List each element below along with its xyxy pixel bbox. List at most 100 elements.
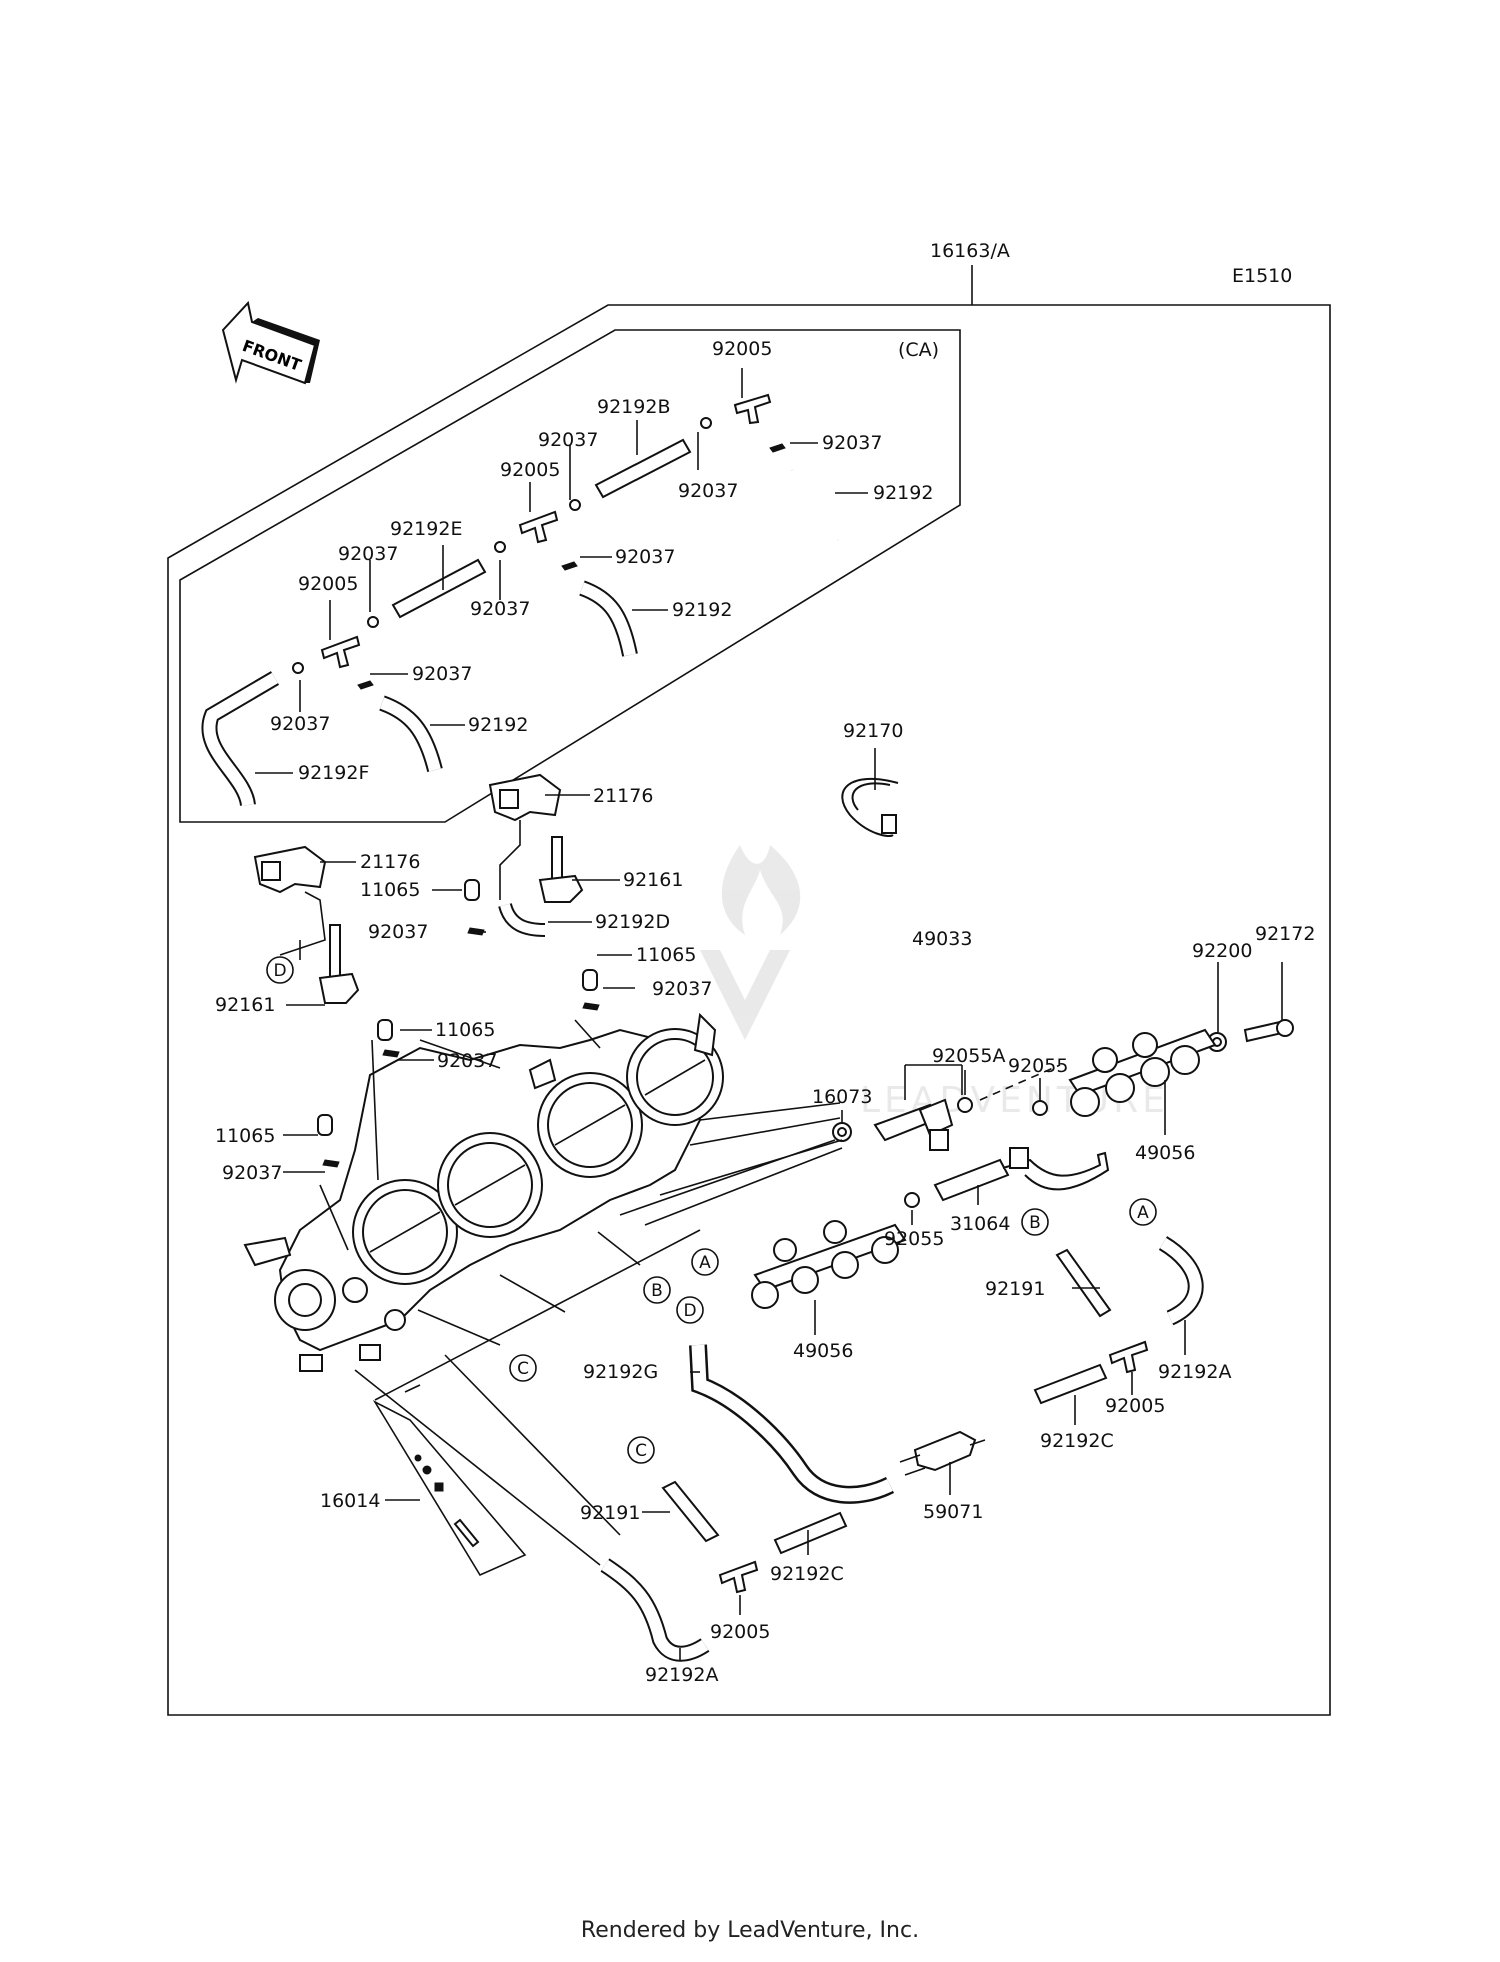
callout-c-1: C xyxy=(517,1359,529,1379)
tube-92192c-lower xyxy=(773,1511,848,1555)
diagram-code-label: E1510 xyxy=(1232,265,1292,287)
joint-59071 xyxy=(899,1430,986,1476)
label-92037-k: 92037 xyxy=(437,1050,497,1072)
callout-c-2: C xyxy=(635,1441,647,1461)
hose-92191-b xyxy=(1055,1248,1112,1318)
t-joint-92005-low xyxy=(320,635,361,669)
callout-a-1: A xyxy=(699,1253,711,1273)
label-92192g: 92192G xyxy=(583,1361,658,1383)
label-92192f: 92192F xyxy=(298,762,369,784)
label-11065-a: 11065 xyxy=(360,879,420,901)
tube-92192c-right xyxy=(1033,1363,1108,1405)
rendered-by-footer: Rendered by LeadVenture, Inc. xyxy=(580,1918,920,1943)
hose-92192d xyxy=(498,902,546,937)
label-92037-c: 92037 xyxy=(678,480,738,502)
hose-92192-b xyxy=(579,580,638,657)
callout-d-2: D xyxy=(683,1301,696,1321)
label-49056-b: 49056 xyxy=(793,1340,853,1362)
label-92055-a: 92055 xyxy=(1008,1055,1068,1077)
bolt-92172 xyxy=(1243,1019,1294,1043)
hose-92192a-right xyxy=(1158,1236,1204,1326)
hose-92191-c xyxy=(661,1480,720,1543)
label-92191-a: 92191 xyxy=(985,1278,1045,1300)
label-92037-g: 92037 xyxy=(412,663,472,685)
label-92037-f: 92037 xyxy=(470,598,530,620)
label-92037-l: 92037 xyxy=(222,1162,282,1184)
label-92192a-b: 92192A xyxy=(645,1664,718,1686)
label-92161-a: 92161 xyxy=(623,869,683,891)
front-arrow-icon: FRONT xyxy=(221,300,320,385)
label-92200: 92200 xyxy=(1192,940,1252,962)
callout-b-1: B xyxy=(651,1281,663,1301)
callout-d-1: D xyxy=(273,961,286,981)
label-92172: 92172 xyxy=(1255,923,1315,945)
label-92191-b: 92191 xyxy=(580,1502,640,1524)
label-92005-c: 92005 xyxy=(298,573,358,595)
label-92192c-b: 92192C xyxy=(770,1563,844,1585)
callout-b-2: B xyxy=(1029,1213,1041,1233)
label-16073: 16073 xyxy=(812,1086,872,1108)
tube-92192b xyxy=(594,438,692,499)
sensor-21176-left xyxy=(253,845,327,894)
label-92055-b: 92055 xyxy=(884,1228,944,1250)
label-49033: 49033 xyxy=(912,928,972,950)
t-joint-92005-top xyxy=(733,393,772,425)
label-11065-c: 11065 xyxy=(435,1019,495,1041)
fuel-rail-49056-lower xyxy=(751,1220,907,1309)
clip-icon-group xyxy=(292,417,786,690)
label-59071: 59071 xyxy=(923,1501,983,1523)
throttle-body-assembly xyxy=(243,1012,724,1372)
label-92192a-a: 92192A xyxy=(1158,1361,1231,1383)
label-92005-top: 92005 xyxy=(712,338,772,360)
t-joint-92005-mid xyxy=(518,510,559,544)
screw-kit-16014 xyxy=(372,1384,527,1577)
t-joint-92005-right xyxy=(1108,1340,1149,1374)
label-16014: 16014 xyxy=(320,1490,380,1512)
label-49056-a: 49056 xyxy=(1135,1142,1195,1164)
hose-92192a-lower xyxy=(600,1558,710,1662)
callouts: D A B C D B A C xyxy=(266,956,1157,1464)
band-92170 xyxy=(841,778,899,837)
label-92037-h: 92037 xyxy=(270,713,330,735)
label-11065-b: 11065 xyxy=(636,944,696,966)
label-92192-b: 92192 xyxy=(672,599,732,621)
label-92161-b: 92161 xyxy=(215,994,275,1016)
injector-49033 xyxy=(873,1098,954,1151)
label-92037-j: 92037 xyxy=(652,978,712,1000)
part-labels: 92005 92037 92192B 92037 92037 92192 920… xyxy=(215,338,1315,1686)
label-92192d: 92192D xyxy=(595,911,670,933)
label-21176-b: 21176 xyxy=(360,851,420,873)
sensor-92161-left xyxy=(318,924,360,1004)
ca-subframe xyxy=(179,329,961,823)
label-92005-e: 92005 xyxy=(710,1621,770,1643)
label-92192b: 92192B xyxy=(597,396,670,418)
callout-a-2: A xyxy=(1137,1203,1149,1223)
hose-92192g xyxy=(689,1344,895,1504)
main-frame xyxy=(167,304,1331,1716)
label-92005-d: 92005 xyxy=(1105,1395,1165,1417)
hose-92192-a xyxy=(789,464,844,542)
tube-92192e xyxy=(391,558,487,619)
hose-92192f xyxy=(201,671,280,807)
sensor-21176-upper xyxy=(488,773,562,822)
label-92037-a: 92037 xyxy=(822,432,882,454)
region-note-label: (CA) xyxy=(898,339,939,361)
label-92037-d: 92037 xyxy=(615,546,675,568)
label-92192c-a: 92192C xyxy=(1040,1430,1114,1452)
leader-lines xyxy=(255,368,1283,1660)
label-92192-c: 92192 xyxy=(468,714,528,736)
label-92037-e: 92037 xyxy=(338,543,398,565)
label-92037-i: 92037 xyxy=(368,921,428,943)
label-31064: 31064 xyxy=(950,1213,1010,1235)
label-11065-d: 11065 xyxy=(215,1125,275,1147)
caps-11065 xyxy=(317,879,598,1136)
label-21176-a: 21176 xyxy=(593,785,653,807)
hose-92192-c xyxy=(379,695,443,773)
label-92005-b: 92005 xyxy=(500,459,560,481)
assembly-ref-label: 16163/A xyxy=(930,240,1010,262)
label-92037-b: 92037 xyxy=(538,429,598,451)
seals-group xyxy=(832,1032,1227,1208)
t-joint-92005-lower xyxy=(718,1560,759,1594)
fuel-rail-49056-upper xyxy=(1068,1028,1217,1117)
